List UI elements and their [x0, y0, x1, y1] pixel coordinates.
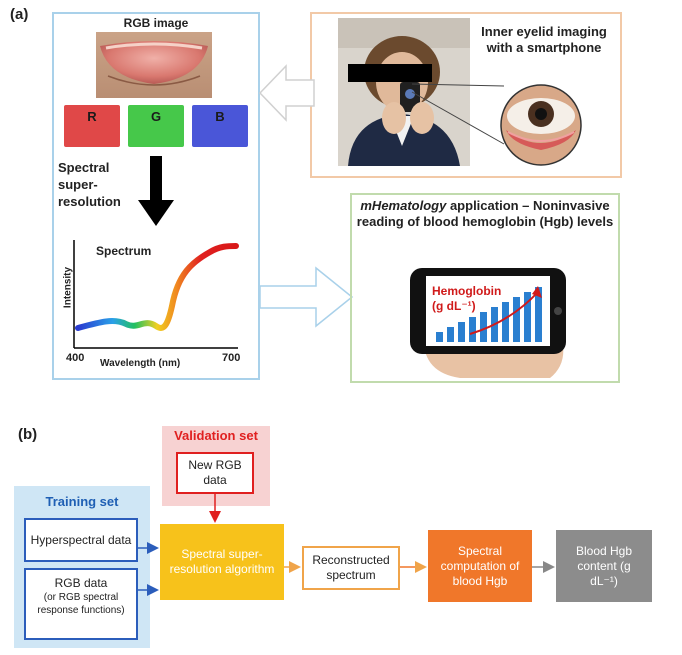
mhematology-frame: [350, 193, 620, 383]
phone-bar: [447, 327, 454, 342]
red-channel-label: R: [87, 109, 97, 124]
rgb-image-title: RGB image: [123, 16, 189, 30]
phone-bar: [480, 312, 487, 342]
green-channel-label: G: [150, 109, 162, 124]
spectrum-title: Spectrum: [96, 244, 152, 258]
validation-set-title: Validation set: [174, 428, 258, 443]
green-channel-tile: G: [128, 105, 184, 147]
privacy-bar: [348, 64, 432, 82]
spectrum-ylabel: Intensity: [62, 266, 74, 309]
spectral-super-resolution-label: Spectral super-resolution: [58, 160, 121, 209]
spectrum-curve: [75, 243, 239, 331]
super-resolution-algorithm-box: Spectral super-resolution algorithm: [160, 524, 284, 600]
phone-bar: [469, 317, 476, 342]
phone-screen-title: Hemoglobin (g dL⁻¹): [432, 284, 501, 314]
phone-bar: [535, 287, 542, 342]
blue-channel-label: B: [215, 109, 225, 124]
hgb-computation-box: Spectral computation of blood Hgb: [428, 530, 532, 602]
phone-bar: [502, 302, 509, 342]
phone-bar: [524, 292, 531, 342]
blue-channel-tile: B: [192, 105, 248, 147]
right-hollow-arrow-icon: [259, 266, 354, 328]
phone-title-line2: (g dL⁻¹): [432, 299, 476, 313]
rgb-data-box: RGB data (or RGB spectral response funct…: [24, 568, 138, 640]
eyelid-imaging-caption: Inner eyelid imaging with a smartphone: [481, 24, 607, 55]
left-hollow-arrow-icon: [258, 64, 315, 122]
rgb-channel-tiles: R G B: [64, 105, 250, 147]
red-channel-tile: R: [64, 105, 120, 147]
eye-closeup-photo: [500, 84, 582, 166]
reconstructed-spectrum-box: Reconstructed spectrum: [302, 546, 400, 590]
mhematology-title-rest: application – Noninvasive reading of blo…: [356, 198, 614, 229]
phone-in-hand-photo: [410, 268, 566, 378]
new-rgb-data-box: New RGB data: [176, 452, 254, 494]
phone-title-line1: Hemoglobin: [432, 284, 502, 298]
mhematology-title-italic: mHematology: [360, 198, 447, 213]
rgb-data-label: RGB data: [54, 576, 108, 590]
phone-bar: [436, 332, 443, 342]
panel-a-label: (a): [10, 6, 29, 23]
person-imaging-photo: [338, 18, 470, 166]
phone-bar: [513, 297, 520, 342]
rgb-to-spectrum-frame: [52, 12, 260, 380]
hgb-content-box: Blood Hgb content (g dL⁻¹): [556, 530, 652, 602]
panel-b-label: (b): [18, 426, 38, 443]
mhematology-title: mHematology application – Noninvasive re…: [356, 198, 614, 230]
down-arrow-icon: [138, 156, 174, 226]
training-set-title: Training set: [45, 494, 119, 509]
spectrum-xlabel: Wavelength (nm): [100, 358, 181, 369]
spectrum-chart: [73, 240, 239, 349]
trend-arrow-line: [469, 291, 539, 335]
phone-bar: [458, 322, 465, 342]
eyelid-rgb-photo: [96, 32, 212, 98]
rgb-data-note: (or RGB spectral response functions): [37, 592, 125, 616]
spectrum-xmax: 700: [222, 352, 241, 364]
zoom-lines: [411, 83, 505, 145]
hyperspectral-data-box: Hyperspectral data: [24, 518, 138, 562]
spectrum-xmin: 400: [66, 352, 85, 364]
trend-arrow-head: [532, 286, 542, 298]
